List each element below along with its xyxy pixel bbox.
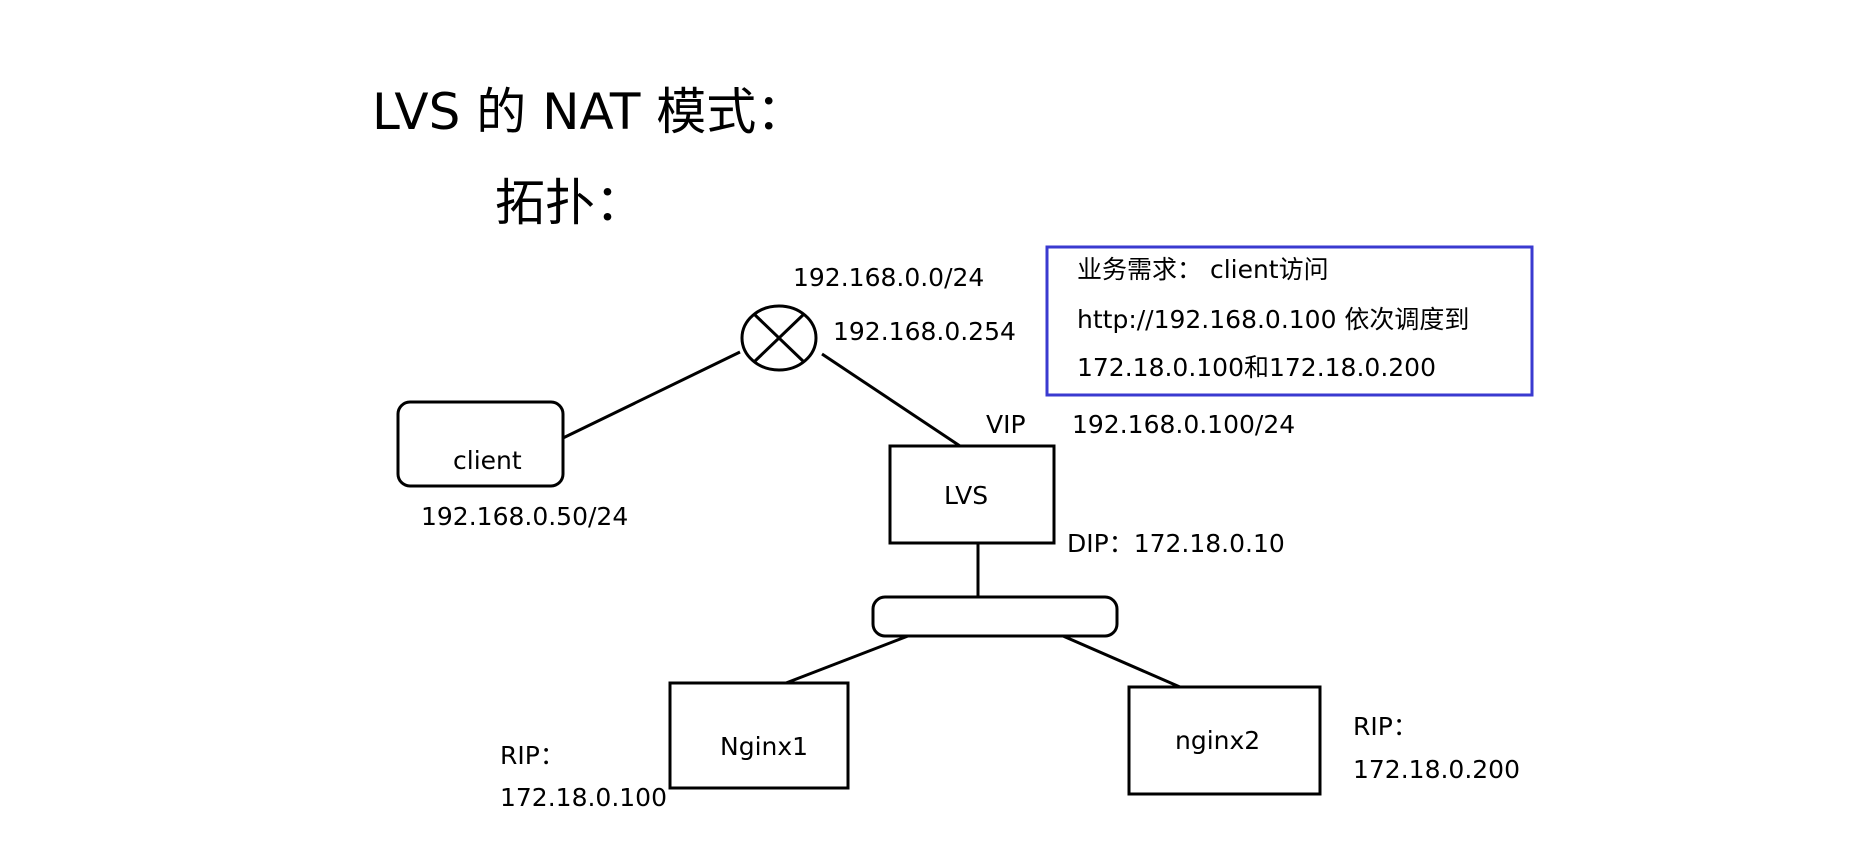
requirement-line-2: http://192.168.0.100 依次调度到 xyxy=(1077,305,1470,334)
requirement-box xyxy=(1045,245,1534,397)
lvs-vip: 192.168.0.100/24 xyxy=(1072,410,1296,439)
router-icon xyxy=(740,304,818,372)
link-client-router xyxy=(562,350,741,440)
router-address-label: 192.168.0.254 xyxy=(833,317,1016,346)
requirement-line-3: 172.18.0.100和172.18.0.200 xyxy=(1077,353,1436,382)
link-switch-nginx2 xyxy=(1062,634,1181,689)
nginx2-rip: 172.18.0.200 xyxy=(1353,755,1520,784)
page-title: LVS 的 NAT 模式： xyxy=(372,83,807,141)
page-subtitle: 拓扑： xyxy=(495,174,645,232)
client-box xyxy=(396,400,565,488)
lvs-label: LVS xyxy=(944,481,989,510)
nginx2-rip-label: RIP： xyxy=(1353,712,1418,741)
nginx2-box xyxy=(1127,685,1322,796)
nginx1-rip-label: RIP： xyxy=(500,741,565,770)
client-label: client xyxy=(453,446,522,475)
nginx1-label: Nginx1 xyxy=(720,732,809,761)
lvs-vip-label: VIP xyxy=(986,410,1026,439)
link-switch-nginx1 xyxy=(785,634,909,685)
switch-icon xyxy=(871,595,1119,638)
lvs-box xyxy=(888,444,1056,545)
nginx1-rip: 172.18.0.100 xyxy=(500,783,667,812)
client-ip: 192.168.0.50/24 xyxy=(421,502,629,531)
nginx2-label: nginx2 xyxy=(1175,726,1261,755)
nginx1-box xyxy=(668,681,850,790)
lvs-dip: DIP：172.18.0.10 xyxy=(1067,529,1285,558)
router-network-label: 192.168.0.0/24 xyxy=(793,263,985,292)
link-router-lvs xyxy=(821,352,961,448)
requirement-line-1: 业务需求： client访问 xyxy=(1077,255,1329,284)
